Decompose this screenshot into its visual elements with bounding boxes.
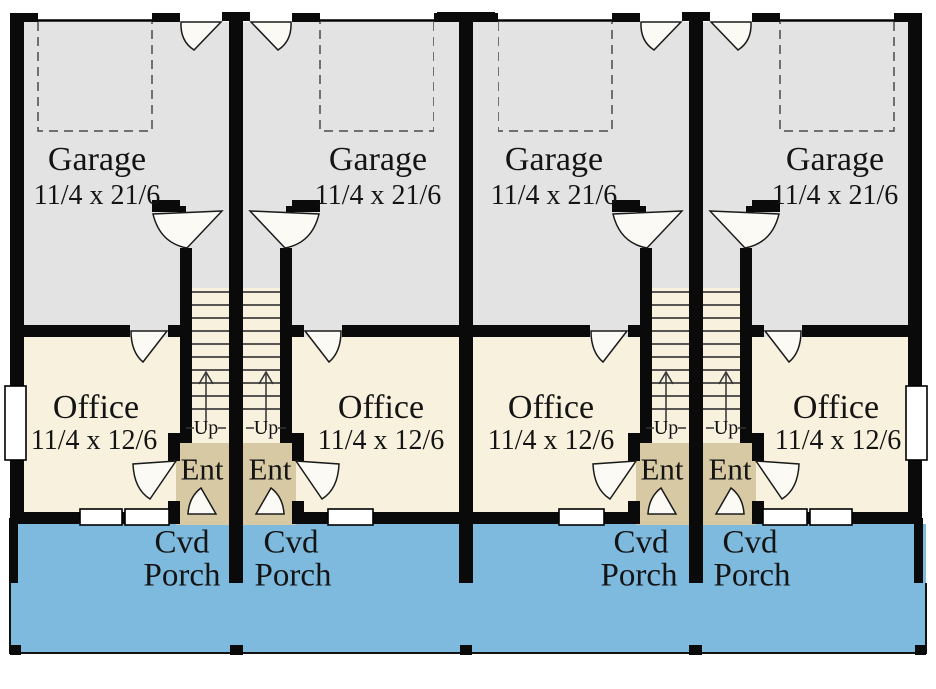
porch-label-1-unit-1: Cvd [154, 524, 210, 561]
garage-label-unit-4: Garage [785, 141, 885, 178]
office-dims-unit-4: 11/4 x 12/6 [774, 425, 902, 456]
stairs-up-label-unit-2: Up [253, 417, 279, 439]
office-dims-unit-2: 11/4 x 12/6 [317, 425, 445, 456]
office-label-unit-4: Office [792, 389, 880, 426]
entry-label-unit-2: Ent [248, 451, 292, 487]
office-dims-unit-3: 11/4 x 12/6 [487, 425, 615, 456]
office-label-unit-2: Office [337, 389, 425, 426]
entry-label-unit-3: Ent [640, 451, 684, 487]
porch-label-2-unit-3: Porch [600, 557, 678, 594]
office-label-unit-1: Office [52, 389, 140, 426]
garage-dims-unit-3: 11/4 x 21/6 [490, 180, 618, 211]
garage-dims-unit-4: 11/4 x 21/6 [771, 180, 899, 211]
stairs-up-label-unit-1: Up [193, 417, 219, 439]
garage-label-unit-2: Garage [328, 141, 428, 178]
porch-posts [10, 645, 926, 655]
garage-dims-unit-2: 11/4 x 21/6 [314, 180, 442, 211]
porch-label-2-unit-2: Porch [254, 557, 332, 594]
porch-label-1-unit-4: Cvd [722, 524, 778, 561]
garage-label-unit-3: Garage [504, 141, 604, 178]
entry-label-unit-4: Ent [708, 451, 752, 487]
office-dims-unit-1: 11/4 x 12/6 [30, 425, 158, 456]
duplex-2-structure [466, 12, 927, 583]
stairs-up-label-unit-4: Up [713, 417, 739, 439]
office-label-unit-3: Office [507, 389, 595, 426]
porch-label-1-unit-2: Cvd [263, 524, 319, 561]
porch-label-1-unit-3: Cvd [613, 524, 669, 561]
duplex-1-structure [5, 12, 466, 583]
porch-label-2-unit-4: Porch [713, 557, 791, 594]
garage-label-unit-1: Garage [47, 141, 147, 178]
garage-dims-unit-1: 11/4 x 21/6 [33, 180, 161, 211]
porch-label-2-unit-1: Porch [143, 557, 221, 594]
stairs-up-label-unit-3: Up [653, 417, 679, 439]
entry-label-unit-1: Ent [180, 451, 224, 487]
